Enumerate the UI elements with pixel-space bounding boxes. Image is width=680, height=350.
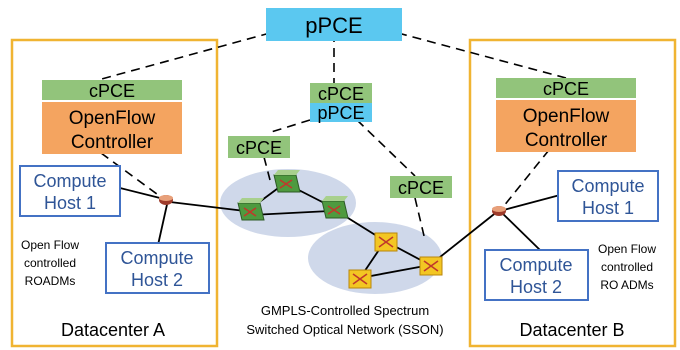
compute-host-1-a-line2: Host 1 — [44, 193, 96, 213]
roadm-note-a-line2: controlled — [24, 256, 76, 270]
gmpls-switch-icon — [273, 170, 301, 193]
gmpls-switch-icon — [237, 198, 265, 221]
compute-host-1-b: Compute Host 1 — [557, 170, 659, 222]
ppce-mid-label: pPCE — [317, 103, 364, 123]
control-links — [97, 32, 567, 241]
roadm-note-b: Open Flow controlled RO ADMs — [598, 242, 656, 292]
gmpls-cloud-right — [308, 222, 442, 294]
cpce-gmpls-right: cPCE — [390, 176, 452, 198]
compute-host-2-b: Compute Host 2 — [484, 249, 589, 301]
openflow-b-line2: Controller — [525, 130, 608, 151]
sson-switch-icon — [348, 269, 372, 289]
cpce-gmpls-right-label: cPCE — [398, 178, 444, 198]
compute-host-2-a: Compute Host 2 — [105, 242, 210, 294]
cpce-mid-label: cPCE — [318, 84, 364, 104]
cpce-a-label: cPCE — [89, 81, 135, 101]
openflow-controller-a: OpenFlow Controller — [42, 102, 182, 154]
compute-host-1-b-line2: Host 1 — [582, 198, 634, 218]
cpce-gmpls-left-label: cPCE — [236, 138, 282, 158]
compute-host-2-a-line2: Host 2 — [131, 270, 183, 290]
sson-switch-icon — [374, 232, 398, 252]
sson-caption-line1: GMPLS-Controlled Spectrum — [261, 303, 429, 318]
compute-host-2-b-line1: Compute — [499, 255, 572, 275]
roadm-note-b-line1: Open Flow — [598, 242, 656, 256]
gmpls-switch-icon — [321, 196, 349, 219]
roadm-icon — [492, 206, 506, 216]
sson-caption: GMPLS-Controlled Spectrum Switched Optic… — [246, 303, 443, 337]
cpce-mid: cPCE — [310, 83, 372, 104]
compute-host-2-b-line2: Host 2 — [510, 277, 562, 297]
openflow-a-line1: OpenFlow — [69, 108, 156, 129]
compute-host-1-a: Compute Host 1 — [19, 165, 121, 217]
ppce-top: pPCE — [266, 8, 402, 41]
openflow-b-line1: OpenFlow — [523, 106, 610, 127]
sson-switch-icon — [419, 256, 443, 276]
cpce-gmpls-left: cPCE — [228, 136, 290, 158]
compute-host-1-b-line1: Compute — [571, 176, 644, 196]
roadm-note-b-line3: RO ADMs — [600, 278, 653, 292]
openflow-a-line2: Controller — [71, 132, 154, 153]
roadm-note-b-line2: controlled — [601, 260, 653, 274]
roadm-note-a-line3: ROADMs — [25, 274, 76, 288]
datacenter-b-label: Datacenter B — [519, 320, 624, 340]
sson-caption-line2: Switched Optical Network (SSON) — [246, 322, 443, 337]
openflow-controller-b: OpenFlow Controller — [496, 100, 636, 152]
roadm-note-a-line1: Open Flow — [21, 238, 79, 252]
compute-host-1-a-line1: Compute — [33, 171, 106, 191]
ppce-mid: pPCE — [310, 103, 372, 123]
roadm-icon — [159, 195, 173, 205]
roadm-note-a: Open Flow controlled ROADMs — [21, 238, 79, 288]
datacenter-a-border — [10, 38, 219, 348]
compute-host-2-a-line1: Compute — [120, 248, 193, 268]
cpce-b: cPCE — [496, 78, 636, 99]
cpce-b-label: cPCE — [543, 79, 589, 99]
datacenter-b-border — [468, 38, 677, 348]
datacenter-a-label: Datacenter A — [61, 320, 165, 340]
ppce-top-label: pPCE — [305, 13, 362, 38]
cpce-a: cPCE — [42, 80, 182, 101]
